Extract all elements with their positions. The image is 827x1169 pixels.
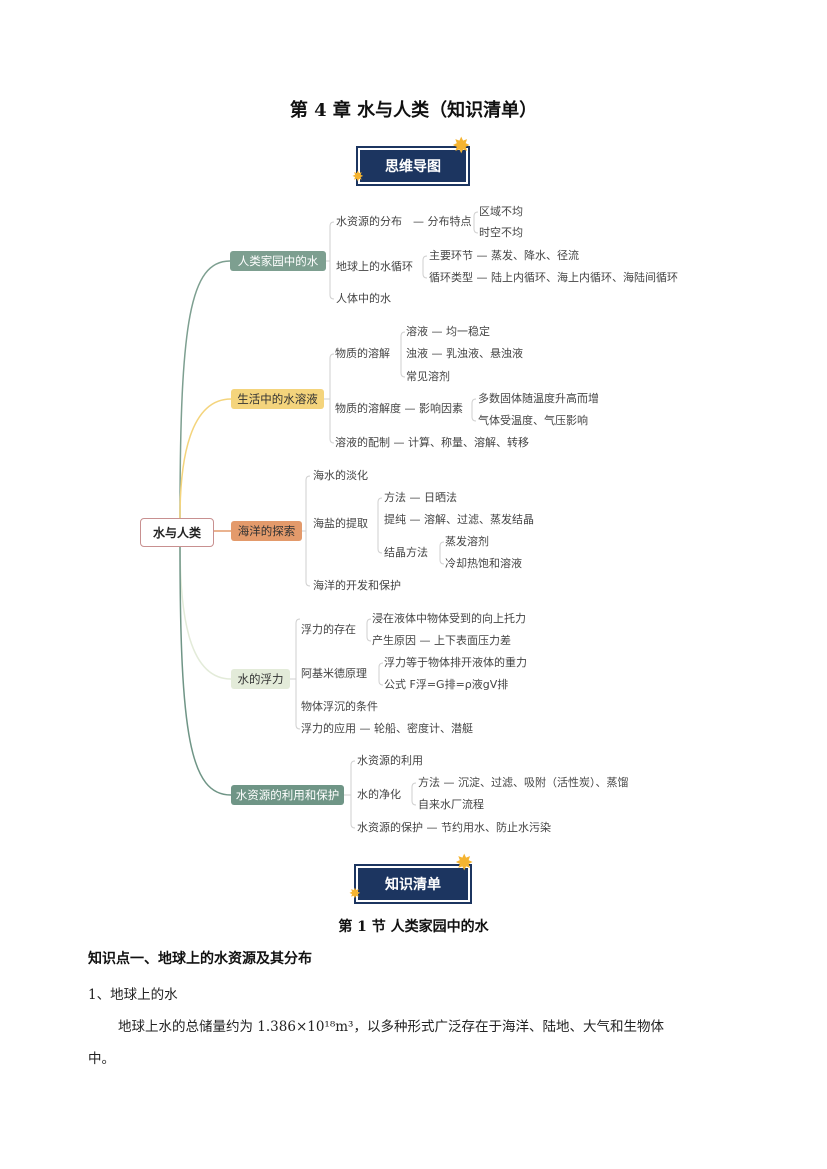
mindmap-node: 浊液 — 乳浊液、悬浊液 bbox=[406, 347, 523, 360]
mindmap-node: 溶液的配制 — 计算、称量、溶解、转移 bbox=[335, 436, 529, 449]
mindmap-node: 浮力等于物体排开液体的重力 bbox=[384, 656, 527, 669]
mindmap-root: 水与人类 bbox=[140, 518, 214, 547]
knowledge-list-banner: 知识清单 bbox=[354, 864, 472, 904]
connector-line bbox=[179, 544, 232, 796]
mindmap-node: 水资源的分布 bbox=[336, 215, 402, 228]
connector-line bbox=[422, 255, 428, 279]
section-title: 第 1 节 人类家园中的水 bbox=[338, 919, 489, 935]
paragraph-line: 中。 bbox=[88, 1051, 115, 1067]
connector-line bbox=[305, 475, 311, 587]
mindmap-node: 海盐的提取 bbox=[313, 517, 368, 530]
mindmap-node: 方法 — 日晒法 bbox=[384, 491, 457, 504]
mindmap-branch: 生活中的水溶液 bbox=[231, 389, 324, 409]
mindmap-node: 自来水厂流程 bbox=[418, 798, 484, 811]
mindmap-node: 海水的淡化 bbox=[313, 469, 368, 482]
mindmap-node: 物质的溶解度 — 影响因素 bbox=[335, 402, 463, 415]
mindmap-node: 水资源的利用 bbox=[357, 754, 423, 767]
mindmap-node: 冷却热饱和溶液 bbox=[445, 557, 522, 570]
star-icon: ✸ bbox=[349, 886, 361, 902]
mindmap-node: 浮力的应用 — 轮船、密度计、潜艇 bbox=[301, 722, 473, 735]
connector-line bbox=[366, 618, 372, 642]
chapter-title: 第 4 章 水与人类（知识清单） bbox=[289, 100, 538, 121]
connector-line bbox=[179, 398, 232, 519]
paragraph-line: 地球上水的总储量约为 1.386×10¹⁸m³，以多种形式广泛存在于海洋、陆地、… bbox=[118, 1019, 664, 1035]
mindmap-node: 物质的溶解 bbox=[335, 347, 390, 360]
connector-line bbox=[179, 260, 231, 519]
connector-line bbox=[400, 331, 406, 378]
mindmap-node: 浮力的存在 bbox=[301, 623, 356, 636]
mindmap-node: 结晶方法 bbox=[384, 546, 428, 559]
connector-line bbox=[179, 544, 232, 680]
star-icon: ✸ bbox=[352, 169, 364, 185]
connector-line bbox=[377, 497, 383, 554]
star-icon: ✸ bbox=[455, 851, 474, 876]
mindmap-node: 气体受温度、气压影响 bbox=[478, 414, 588, 427]
connector-line bbox=[411, 782, 417, 806]
mindmap-node: — 分布特点 bbox=[413, 215, 472, 228]
mindmap-node: 时空不均 bbox=[479, 226, 523, 239]
mindmap-node: 海洋的开发和保护 bbox=[313, 579, 401, 592]
mindmap-node: 物体浮沉的条件 bbox=[301, 700, 378, 713]
mindmap-branch: 海洋的探索 bbox=[231, 521, 302, 541]
mindmap-node: 溶液 — 均一稳定 bbox=[406, 325, 490, 338]
mindmap-node: 常见溶剂 bbox=[406, 370, 450, 383]
mindmap-node: 提纯 — 溶解、过滤、蒸发结晶 bbox=[384, 513, 534, 526]
connector-line bbox=[329, 353, 335, 444]
mindmap-node: 蒸发溶剂 bbox=[445, 535, 489, 548]
connector-line bbox=[471, 398, 477, 422]
mindmap-node: 方法 — 沉淀、过滤、吸附（活性炭）、蒸馏 bbox=[418, 776, 629, 789]
mindmap-node: 人体中的水 bbox=[336, 292, 391, 305]
mindmap-node: 公式 F浮=G排=ρ液gV排 bbox=[384, 678, 509, 691]
mindmap-node: 浸在液体中物体受到的向上托力 bbox=[372, 612, 526, 625]
connector-line bbox=[295, 618, 301, 730]
connector-line bbox=[378, 662, 384, 686]
mindmap-branch: 水的浮力 bbox=[231, 669, 290, 689]
knowledge-point-title: 知识点一、地球上的水资源及其分布 bbox=[88, 951, 312, 967]
mindmap-node: 水的净化 bbox=[357, 788, 401, 801]
mindmap-node: 阿基米德原理 bbox=[301, 667, 367, 680]
mindmap-node: 主要环节 — 蒸发、降水、径流 bbox=[429, 249, 579, 262]
connector-line bbox=[473, 211, 479, 234]
connector-line bbox=[439, 541, 445, 565]
mindmap-node: 产生原因 — 上下表面压力差 bbox=[372, 634, 511, 647]
connector-line bbox=[350, 760, 356, 829]
mindmap-branch: 水资源的利用和保护 bbox=[231, 785, 344, 805]
subheading: 1、地球上的水 bbox=[88, 987, 178, 1003]
mindmap-banner: 思维导图 bbox=[356, 146, 470, 186]
mindmap-node: 水资源的保护 — 节约用水、防止水污染 bbox=[357, 821, 551, 834]
mindmap-node: 区域不均 bbox=[479, 205, 523, 218]
mindmap-node: 地球上的水循环 bbox=[336, 260, 413, 273]
star-icon: ✸ bbox=[452, 134, 471, 159]
mindmap-node: 多数固体随温度升高而增 bbox=[478, 392, 599, 405]
mindmap-branch: 人类家园中的水 bbox=[230, 251, 326, 271]
mindmap-node: 循环类型 — 陆上内循环、海上内循环、海陆间循环 bbox=[429, 271, 678, 284]
connector-line bbox=[329, 221, 335, 300]
